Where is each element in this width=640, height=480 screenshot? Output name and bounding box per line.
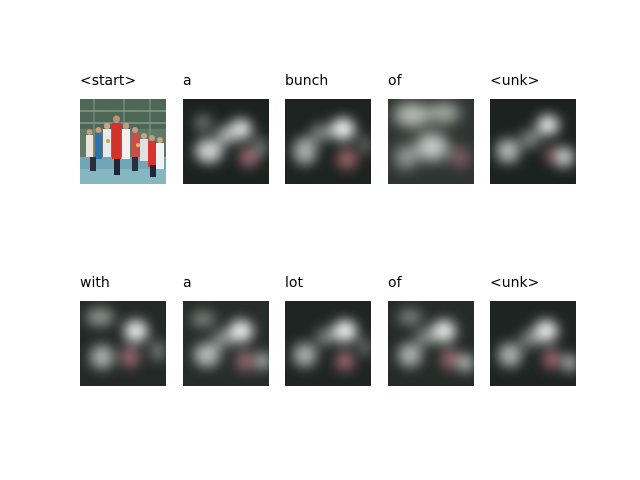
attention-map — [490, 301, 576, 386]
attention-map — [490, 99, 576, 184]
word-label: of — [388, 275, 402, 291]
attention-map — [285, 99, 371, 184]
word-label: a — [183, 275, 192, 291]
word-label: <unk> — [490, 73, 540, 89]
attention-map — [80, 301, 166, 386]
attention-map-image — [285, 301, 371, 386]
word-label: with — [80, 275, 110, 291]
attention-map — [388, 99, 474, 184]
group-photo-image — [80, 99, 166, 184]
attention-map — [183, 99, 269, 184]
word-label: <unk> — [490, 275, 540, 291]
word-label: <start> — [80, 73, 137, 89]
attention-map — [183, 301, 269, 386]
attention-map — [388, 301, 474, 386]
attention-map-image — [490, 99, 576, 184]
word-label: lot — [285, 275, 303, 291]
attention-map-image — [183, 301, 269, 386]
attention-map-image — [388, 301, 474, 386]
original-photo — [80, 99, 166, 184]
word-label: of — [388, 73, 402, 89]
attention-map-image — [183, 99, 269, 184]
attention-map-image — [490, 301, 576, 386]
attention-map — [285, 301, 371, 386]
attention-map-image — [285, 99, 371, 184]
attention-map-image — [388, 99, 474, 184]
attention-map-image — [80, 301, 166, 386]
word-label: bunch — [285, 73, 329, 89]
word-label: a — [183, 73, 192, 89]
